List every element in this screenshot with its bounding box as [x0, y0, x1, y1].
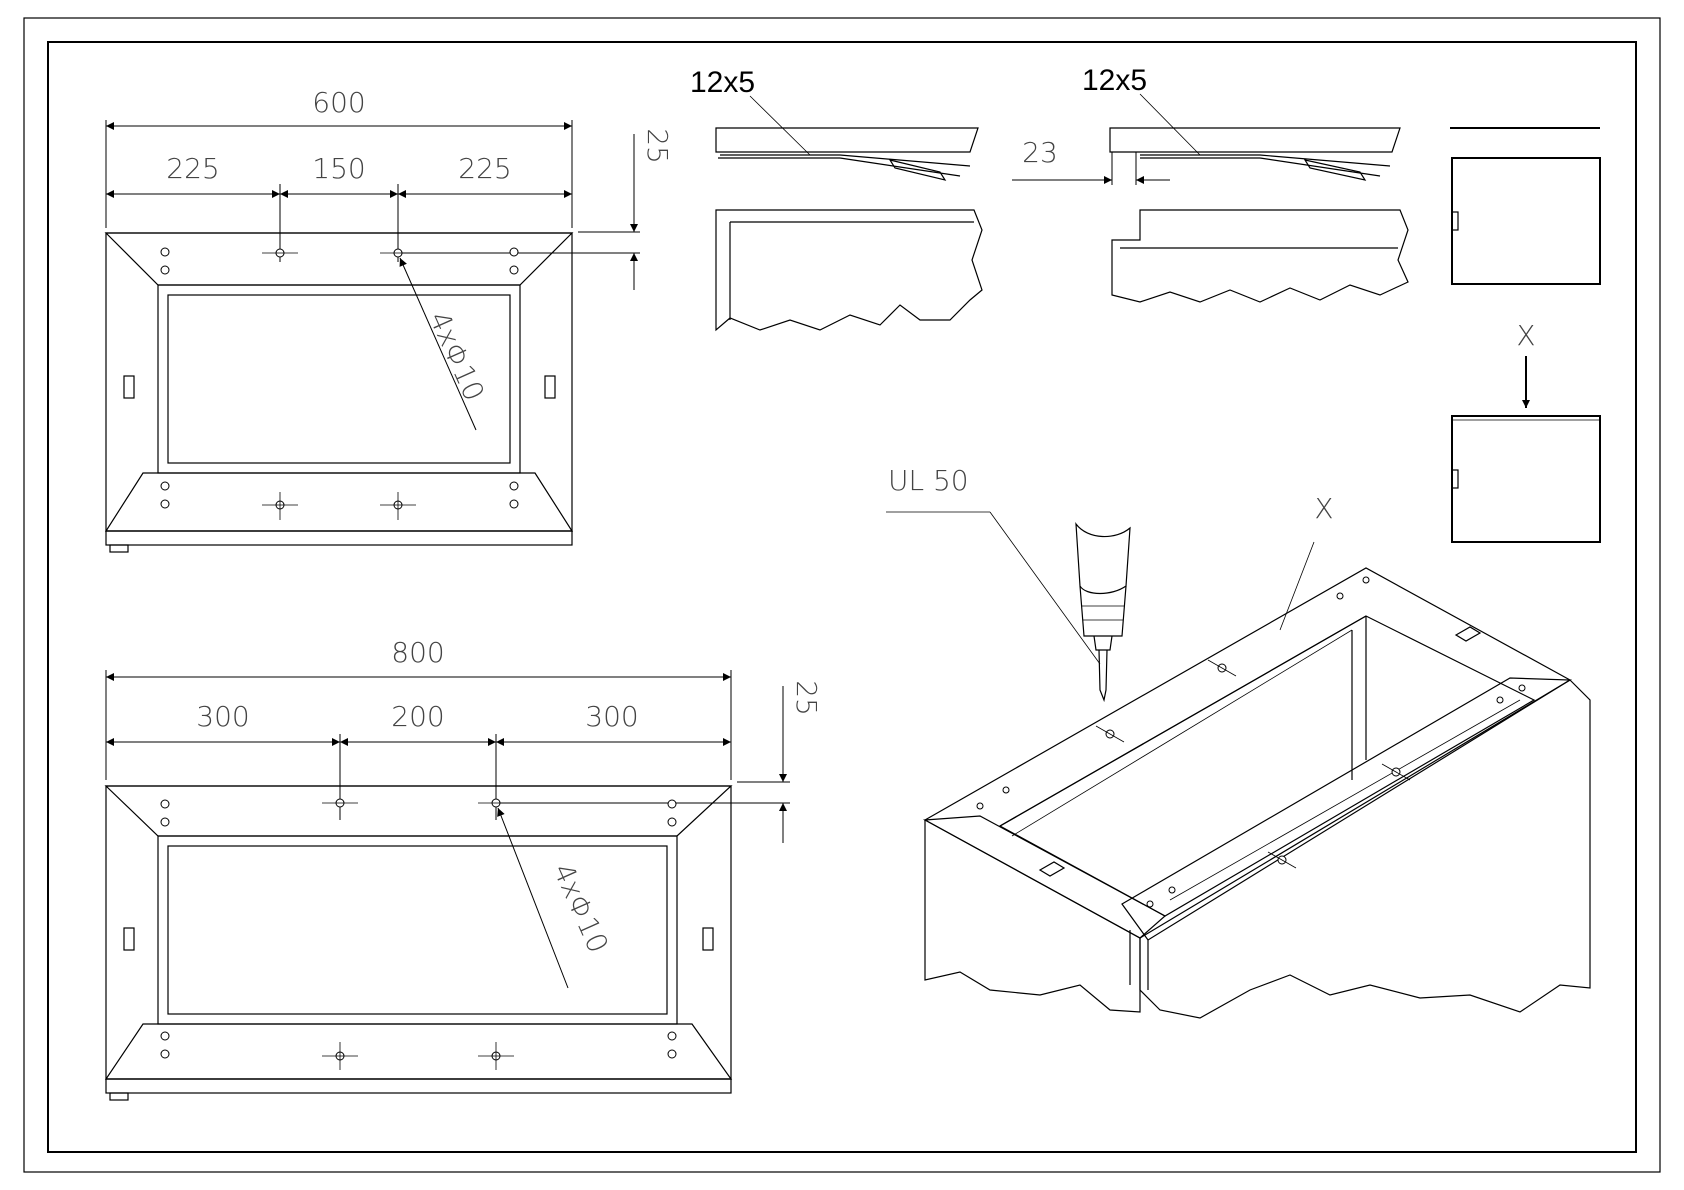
gasket-detail-b: 12x5 23 — [1012, 64, 1408, 302]
iso-view-label: X — [1314, 492, 1333, 525]
isometric-plinth-view: UL 50 X — [886, 464, 1590, 1018]
gasket-label-b: 12x5 — [1082, 64, 1147, 97]
holes-800-note: 4xΦ10 — [546, 858, 614, 957]
dim-800-depth: 25 — [790, 680, 823, 716]
gasket-label-a: 12x5 — [690, 66, 755, 99]
holes-600-note: 4xΦ10 — [422, 306, 490, 405]
dim-800-overall: 800 — [391, 636, 444, 669]
dim-600-depth: 25 — [641, 128, 674, 164]
dim-800-right: 300 — [585, 700, 638, 733]
plinth-800-top-view: 800 300 200 300 25 — [106, 636, 823, 1100]
drawing-border — [48, 42, 1636, 1152]
dim-800-middle: 200 — [391, 700, 444, 733]
dim-600-overall: 600 — [312, 86, 365, 119]
offset-dimension: 23 — [1022, 136, 1058, 169]
dim-800-left: 300 — [196, 700, 249, 733]
dim-600-right: 225 — [458, 152, 511, 185]
plinth-600-top-view: 600 225 150 225 25 — [106, 86, 674, 552]
view-x-arrow-label: X — [1516, 319, 1535, 352]
dim-600-middle: 150 — [312, 152, 365, 185]
drill-icon — [1076, 524, 1130, 700]
dim-600-left: 225 — [166, 152, 219, 185]
gasket-detail-a: 12x5 — [690, 66, 982, 330]
drill-label: UL 50 — [888, 464, 969, 497]
door-view-x: X — [1450, 128, 1600, 542]
